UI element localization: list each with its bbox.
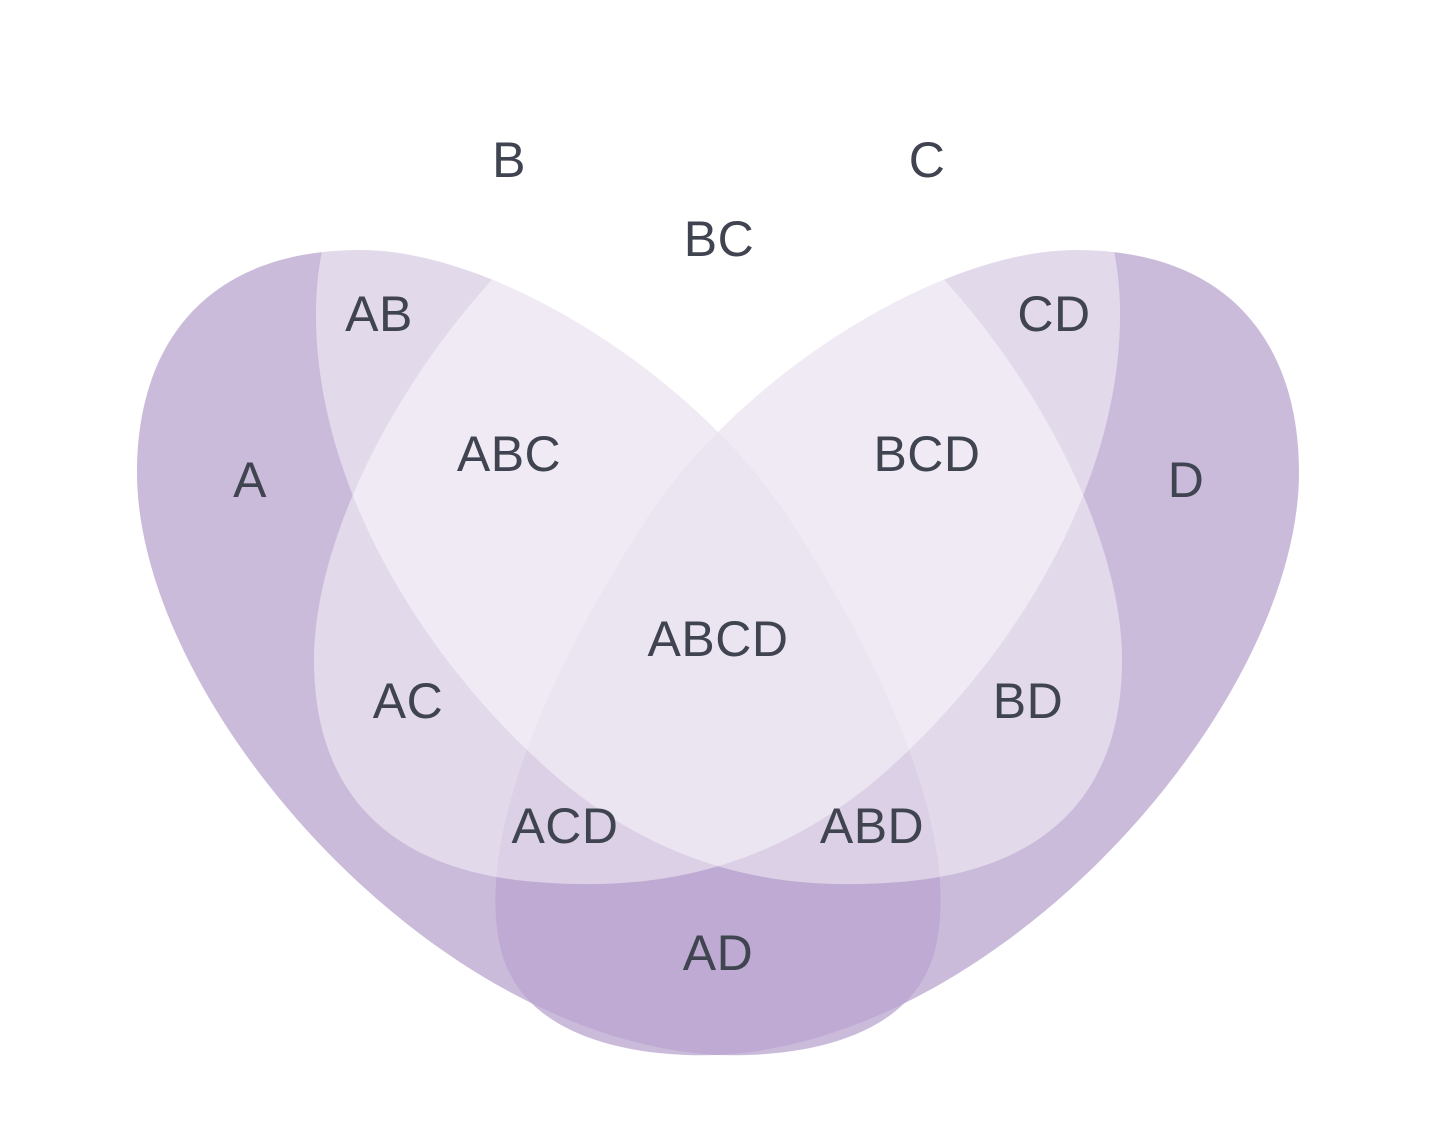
region-label-cd: CD: [1017, 286, 1090, 342]
region-label-ac: AC: [373, 673, 443, 729]
set-c-shape: [314, 76, 1121, 885]
region-label-acd: ACD: [511, 798, 618, 854]
region-label-abcd: ABCD: [648, 611, 789, 667]
region-label-a: A: [233, 452, 267, 508]
region-label-abd: ABD: [820, 798, 924, 854]
region-label-ab: AB: [345, 286, 413, 342]
region-label-bd: BD: [993, 673, 1063, 729]
set-b-shape: [315, 76, 1122, 885]
region-label-abc: ABC: [457, 426, 561, 482]
region-label-bc: BC: [684, 211, 754, 267]
region-label-b: B: [492, 132, 526, 188]
set-d-shape: [495, 250, 1300, 1056]
region-label-ad: AD: [683, 925, 753, 981]
region-label-d: D: [1168, 452, 1205, 508]
region-label-c: C: [909, 132, 946, 188]
region-label-bcd: BCD: [873, 426, 980, 482]
